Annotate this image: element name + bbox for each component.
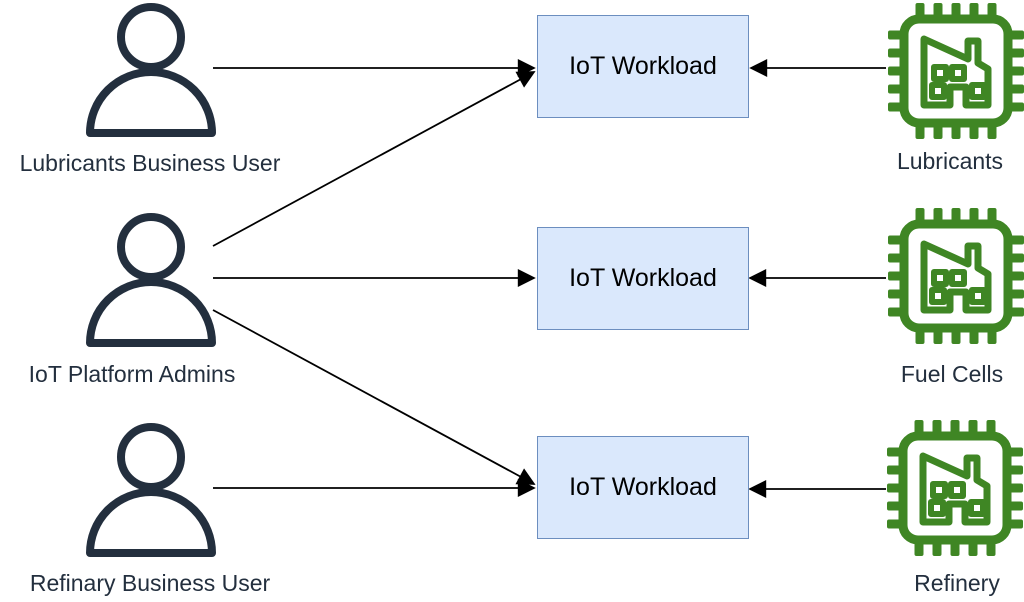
thing-label-refinery: Refinery [914,570,1000,596]
workload-box-2: IoT Workload [537,227,749,330]
workload-box-1: IoT Workload [537,15,749,118]
actor-label-lubricants-business-user: Lubricants Business User [19,150,281,176]
thing-label-lubricants: Lubricants [896,148,1004,174]
arrow-admins-to-workload3 [212,309,536,485]
factory-chip-icon [886,206,1024,346]
person-icon [85,420,217,560]
actor-label-refinary-business-user: Refinary Business User [29,570,271,596]
actor-label-iot-platform-admins: IoT Platform Admins [28,361,236,387]
factory-chip-icon [886,1,1024,141]
thing-label-fuel-cells: Fuel Cells [900,361,1004,387]
workload-box-3: IoT Workload [537,436,749,539]
factory-chip-icon [885,418,1024,558]
person-icon [85,0,217,140]
person-icon [85,210,217,350]
